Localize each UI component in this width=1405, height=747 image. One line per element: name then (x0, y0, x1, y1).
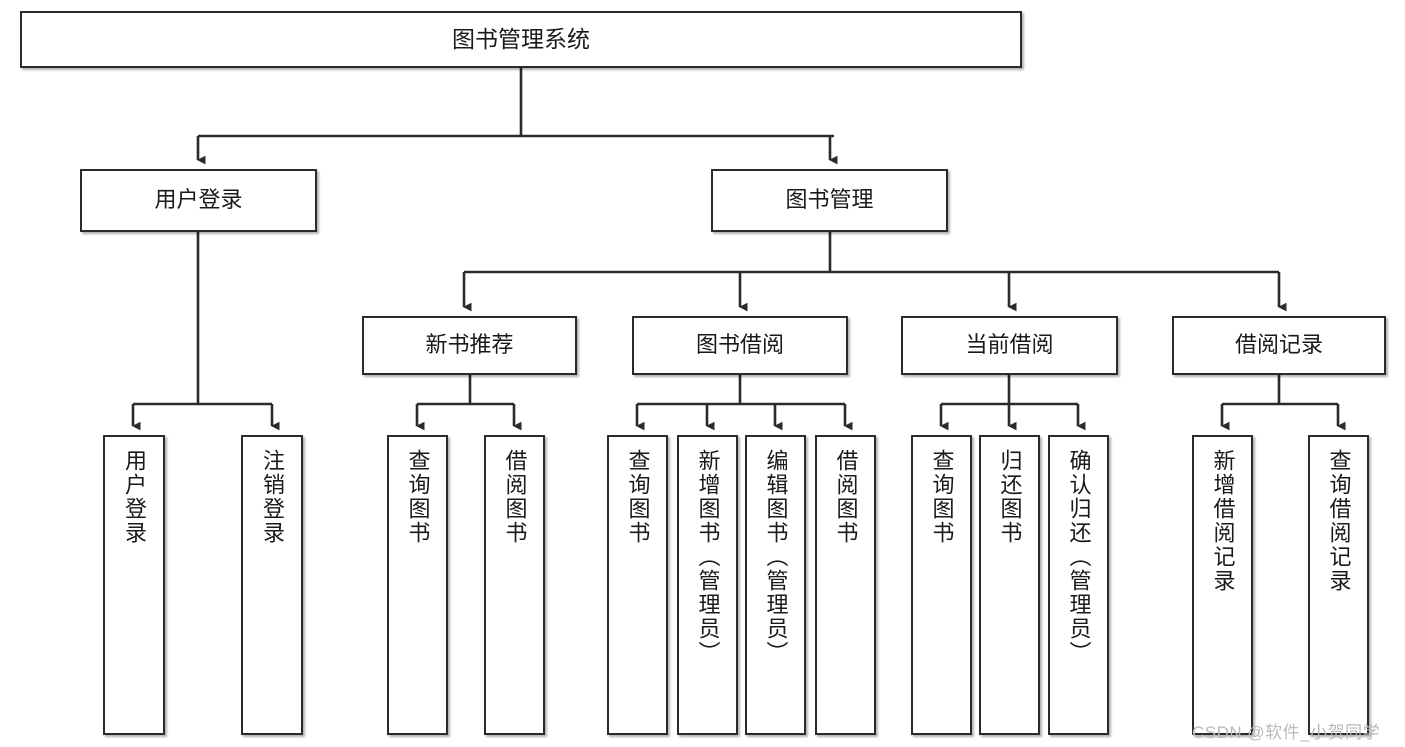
node-leaf-edit-book-label: 编辑图书（管理员） (763, 449, 789, 665)
node-leaf-return-book[interactable]: 归还图书 (979, 435, 1040, 735)
node-book-borrow-label: 图书借阅 (695, 332, 784, 358)
node-current-borrow-label: 当前借阅 (965, 332, 1054, 358)
node-leaf-confirm-return[interactable]: 确认归还（管理员） (1048, 435, 1109, 735)
node-leaf-borrow-book-2[interactable]: 借阅图书 (815, 435, 876, 735)
node-root[interactable]: 图书管理系统 (20, 11, 1022, 68)
node-leaf-add-record-label: 新增借阅记录 (1210, 449, 1236, 593)
node-leaf-user-logout[interactable]: 注销登录 (241, 435, 303, 735)
node-leaf-query-record[interactable]: 查询借阅记录 (1308, 435, 1369, 735)
node-leaf-query-book-3-label: 查询图书 (929, 449, 955, 545)
node-book-manage[interactable]: 图书管理 (711, 169, 948, 232)
node-leaf-edit-book[interactable]: 编辑图书（管理员） (745, 435, 806, 735)
node-leaf-borrow-book-1-label: 借阅图书 (502, 449, 528, 545)
node-leaf-query-record-label: 查询借阅记录 (1326, 449, 1352, 593)
node-root-label: 图书管理系统 (452, 25, 590, 52)
node-leaf-query-book-3[interactable]: 查询图书 (911, 435, 972, 735)
node-leaf-return-book-label: 归还图书 (997, 449, 1023, 545)
node-leaf-add-book[interactable]: 新增图书（管理员） (677, 435, 738, 735)
node-leaf-borrow-book-2-label: 借阅图书 (833, 449, 859, 545)
node-new-book-recommend[interactable]: 新书推荐 (362, 316, 577, 375)
node-new-book-recommend-label: 新书推荐 (425, 332, 514, 358)
node-leaf-borrow-book-1[interactable]: 借阅图书 (484, 435, 545, 735)
node-leaf-user-login-label: 用户登录 (122, 449, 147, 545)
node-leaf-query-book-2-label: 查询图书 (625, 449, 651, 545)
node-borrow-record[interactable]: 借阅记录 (1172, 316, 1386, 375)
node-leaf-user-logout-label: 注销登录 (260, 449, 285, 545)
node-leaf-query-book-1[interactable]: 查询图书 (387, 435, 448, 735)
node-book-manage-label: 图书管理 (785, 187, 874, 213)
node-leaf-add-book-label: 新增图书（管理员） (695, 449, 721, 665)
node-borrow-record-label: 借阅记录 (1234, 332, 1323, 358)
node-user-login[interactable]: 用户登录 (80, 169, 317, 232)
node-leaf-query-book-1-label: 查询图书 (405, 449, 431, 545)
node-leaf-user-login[interactable]: 用户登录 (103, 435, 165, 735)
node-current-borrow[interactable]: 当前借阅 (901, 316, 1118, 375)
node-leaf-confirm-return-label: 确认归还（管理员） (1066, 449, 1092, 665)
node-user-login-label: 用户登录 (154, 187, 243, 213)
node-leaf-add-record[interactable]: 新增借阅记录 (1192, 435, 1253, 735)
csdn-watermark: CSDN @软件_小贺同学 (1192, 723, 1381, 742)
node-book-borrow[interactable]: 图书借阅 (632, 316, 848, 375)
node-leaf-query-book-2[interactable]: 查询图书 (607, 435, 668, 735)
